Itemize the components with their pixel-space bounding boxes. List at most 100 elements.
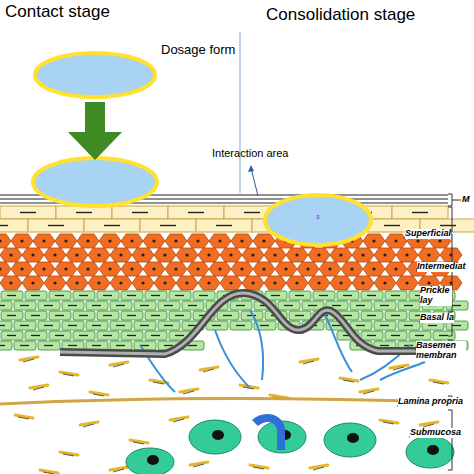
cell-nucleus <box>127 295 136 296</box>
intermediate-cell <box>286 276 308 290</box>
cell-nucleus <box>44 325 53 326</box>
cell-nucleus <box>391 315 400 316</box>
prickle-cell <box>134 321 156 330</box>
prickle-cell <box>158 321 180 330</box>
cell-nucleus <box>372 267 375 270</box>
connective-fibre <box>250 465 268 468</box>
cell-nucleus <box>438 239 441 242</box>
intermediate-cell <box>154 248 176 262</box>
cell-nucleus <box>97 253 100 256</box>
intermediate-cell <box>264 276 286 290</box>
prickle-cell <box>361 291 383 300</box>
cell-nucleus <box>164 345 173 346</box>
cell-nucleus <box>119 281 122 284</box>
cell-nucleus <box>295 253 298 256</box>
connective-fibre <box>20 357 38 360</box>
intermediate-cell <box>77 234 99 248</box>
fibre-shade <box>203 369 214 372</box>
prickle-cell <box>86 321 108 330</box>
connective-fibre <box>30 385 48 388</box>
superficial-cell <box>196 219 252 232</box>
submucosa-cell <box>324 423 376 457</box>
cell-nucleus <box>367 335 376 336</box>
cell-nucleus <box>383 281 386 284</box>
intermediate-cell <box>308 248 330 262</box>
intermediate-cell <box>99 234 121 248</box>
cell-nucleus <box>0 239 2 242</box>
cell-nucleus <box>132 212 148 213</box>
prickle-cell <box>73 291 95 300</box>
fibre-shade <box>183 391 194 394</box>
cell-nucleus <box>244 212 260 213</box>
fibre-shade <box>63 374 74 376</box>
fibre-shade <box>43 472 54 474</box>
cell-nucleus <box>332 305 341 306</box>
cell-nucleus <box>127 315 136 316</box>
superficial-cell <box>84 219 140 232</box>
cell-nucleus <box>350 267 353 270</box>
cell-nucleus <box>76 212 92 213</box>
intermediate-cell <box>264 248 286 262</box>
green-arrow <box>68 102 122 160</box>
fibre-shade <box>18 417 29 419</box>
prickle-cell <box>110 341 132 350</box>
cell-nucleus <box>317 281 320 284</box>
cell-nucleus <box>140 325 149 326</box>
cell-nucleus <box>31 281 34 284</box>
cell-nucleus <box>347 433 359 443</box>
cell-nucleus <box>130 267 133 270</box>
cell-nucleus <box>0 267 2 270</box>
cell-nucleus <box>328 267 331 270</box>
cell-nucleus <box>427 281 430 284</box>
cell-nucleus <box>343 315 352 316</box>
prickle-cell <box>49 311 71 320</box>
cell-nucleus <box>367 295 376 296</box>
intermediate-cell <box>22 248 44 262</box>
cell-nucleus <box>452 305 461 306</box>
prickle-cell <box>38 301 60 310</box>
cell-nucleus <box>53 253 56 256</box>
intermediate-cell <box>396 248 418 262</box>
fibre-shade <box>113 469 124 472</box>
connective-fibre <box>40 470 58 473</box>
cell-nucleus <box>308 305 317 306</box>
intermediate-cell <box>385 234 407 248</box>
cell-nucleus <box>271 295 280 296</box>
cell-nucleus <box>361 253 364 256</box>
prickle-cell <box>158 301 180 310</box>
cell-nucleus <box>79 335 88 336</box>
fibre-shade <box>193 464 204 467</box>
cell-nucleus <box>20 267 23 270</box>
cell-nucleus <box>440 225 456 226</box>
fibre-shade <box>253 467 264 469</box>
prickle-cell <box>62 321 84 330</box>
cell-nucleus <box>339 281 342 284</box>
cell-nucleus <box>391 295 400 296</box>
superficial-cell <box>56 206 112 219</box>
intermediate-cell <box>165 262 187 276</box>
cell-nucleus <box>260 325 269 326</box>
intermediate-cell <box>198 276 220 290</box>
cell-nucleus <box>64 267 67 270</box>
cell-nucleus <box>164 325 173 326</box>
intermediate-cell <box>220 248 242 262</box>
cell-nucleus <box>415 335 424 336</box>
prickle-cell <box>121 331 143 340</box>
cell-nucleus <box>31 295 40 296</box>
cell-nucleus <box>92 325 101 326</box>
cell-nucleus <box>212 325 221 326</box>
connective-fibre <box>170 417 188 420</box>
intermediate-cell <box>363 234 385 248</box>
cell-nucleus <box>216 225 232 226</box>
prickle-cell <box>350 321 372 330</box>
prickle-cell <box>1 291 23 300</box>
prickle-cell <box>1 331 23 340</box>
connective-fibre <box>300 359 318 362</box>
cell-nucleus <box>240 267 243 270</box>
prickle-cell <box>193 291 215 300</box>
connective-fibre <box>130 440 148 443</box>
prickle-cell <box>206 321 228 330</box>
leader-line <box>251 168 258 196</box>
connective-fibre <box>90 392 108 395</box>
prickle-cell <box>169 311 191 320</box>
